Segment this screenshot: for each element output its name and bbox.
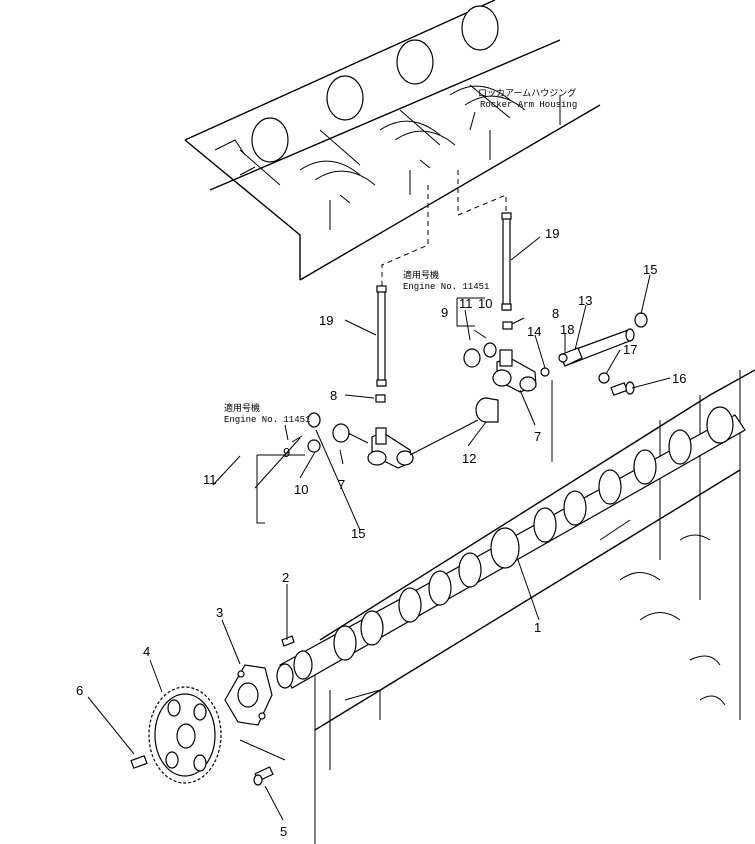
bolt-16 (610, 381, 635, 396)
callout-2: 2 (282, 570, 289, 585)
housing-leader (469, 111, 476, 131)
callout-17: 17 (623, 342, 637, 357)
bolt-5 (253, 766, 274, 786)
engine-note-right-jp: 適用号機 (403, 269, 439, 281)
callout-9-right: 9 (441, 305, 448, 320)
callout-7-right: 7 (534, 429, 541, 444)
engine-note-left-jp: 適用号機 (224, 402, 260, 414)
cap-8-right (502, 321, 513, 330)
engine-bracket-right (456, 297, 485, 327)
callout-6: 6 (76, 683, 83, 698)
callout-1: 1 (534, 620, 541, 635)
engine-bracket-left (256, 454, 305, 524)
snap-ring-15-left (307, 412, 321, 428)
callout-18: 18 (560, 322, 574, 337)
cap-8-left (375, 394, 386, 403)
washer-18 (558, 353, 568, 363)
callout-14: 14 (527, 324, 541, 339)
callout-11-right: 11 (459, 296, 473, 311)
engine-note-right-en: Engine No. 11451 (403, 282, 489, 292)
cam-gear-4 (148, 686, 222, 784)
washer-17 (598, 372, 610, 384)
engine-block-outline (314, 369, 755, 844)
callout-7-left: 7 (338, 477, 345, 492)
push-rod-left (376, 285, 387, 387)
callout-13: 13 (578, 293, 592, 308)
callout-8-right: 8 (552, 306, 559, 321)
callout-10-right: 10 (478, 296, 492, 311)
key-2 (281, 635, 295, 647)
thrust-plate-3 (224, 664, 286, 761)
camshaft (276, 406, 746, 689)
callout-19-right: 19 (545, 226, 559, 241)
callout-4: 4 (143, 644, 150, 659)
callout-3: 3 (216, 605, 223, 620)
callout-15-left: 15 (351, 526, 365, 541)
callout-9-left: 9 (283, 445, 290, 460)
callout-10-left: 10 (294, 482, 308, 497)
guide-line-right (457, 170, 507, 216)
callout-11-left: 11 (203, 472, 217, 487)
callout-19-left: 19 (319, 313, 333, 328)
callout-15-right: 15 (643, 262, 657, 277)
callout-16: 16 (672, 371, 686, 386)
tappet-assembly-right (463, 329, 537, 393)
guide-line-left (381, 185, 429, 290)
callout-12: 12 (462, 451, 476, 466)
rocker-arm-housing (184, 0, 601, 281)
engine-note-left-en: Engine No. 11451 (224, 415, 310, 425)
snap-ring-15-right (634, 312, 648, 328)
housing-label-en: Rocker Arm Housing (480, 100, 577, 110)
callout-5: 5 (280, 824, 287, 839)
pin-6 (130, 755, 148, 769)
leader-lines (87, 236, 671, 821)
housing-label-jp: ロッカアームハウジング (478, 87, 576, 99)
pin-14 (540, 367, 550, 377)
callout-8-left: 8 (330, 388, 337, 403)
push-rod-right (501, 212, 512, 311)
roller-12 (475, 397, 499, 423)
